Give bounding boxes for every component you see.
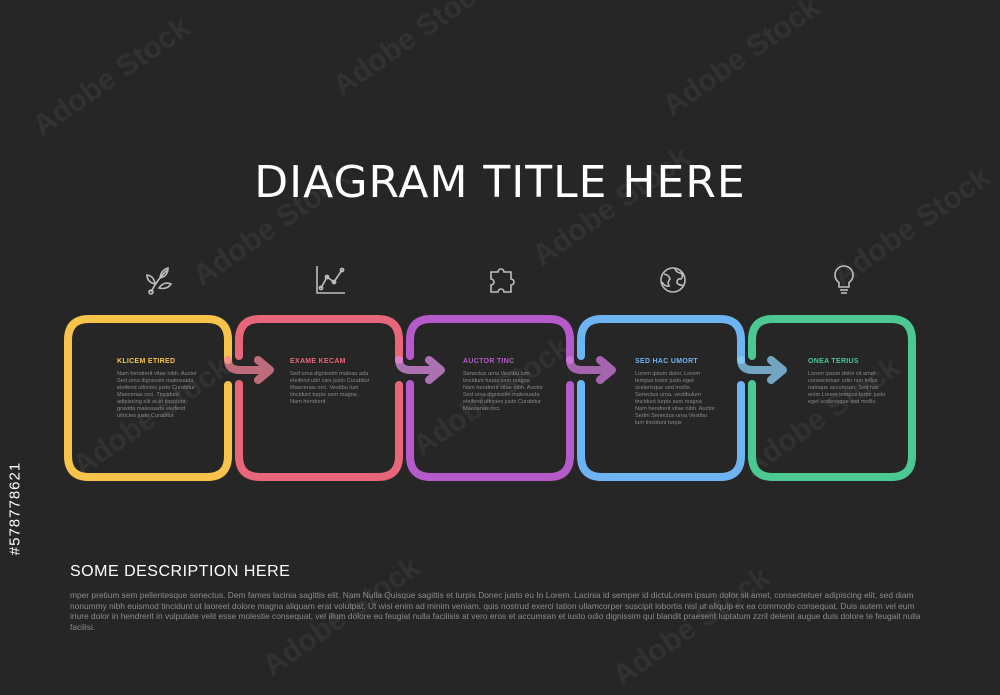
arrow-3 (566, 356, 616, 384)
description-text: mper pretium sem pellentesque senectus. … (70, 590, 921, 632)
stock-id: #578778621 (6, 461, 24, 556)
arrow-2 (395, 356, 445, 384)
step-text-2: Sed urna dignissim maleau ada eleifend u… (290, 371, 370, 405)
step-title-5: ONEA TERIUS (808, 358, 859, 365)
globe-icon (660, 267, 686, 293)
arrow-1 (224, 356, 274, 384)
step-text-4: Lorem ipsum dolor. Lorem tempus tortor j… (635, 371, 715, 426)
step-title-4: SED HAC UMORT (635, 358, 699, 365)
plant-icon (146, 266, 173, 295)
step-box-4 (577, 315, 745, 364)
description-title: SOME DESCRIPTION HERE (70, 563, 291, 580)
step-text-5: Lorem ipsum dolor sit amet consectetuer … (808, 371, 886, 405)
step-text-3: Senectus urna Vestibu lum tincidunt turp… (463, 371, 543, 412)
step-box-3 (406, 315, 574, 364)
puzzle-icon (490, 268, 515, 293)
step-box-5 (748, 315, 916, 481)
step-title-2: EXAME KECAM (290, 358, 346, 365)
step-title-3: AUCTOR TINC (463, 358, 515, 365)
step-box-2 (235, 315, 403, 364)
step-box-1 (64, 315, 232, 481)
step-title-1: KLICEM ETIRED (117, 358, 176, 365)
step-text-1: Nam hendrerit vitae nibh. Auctor Sed urn… (117, 371, 197, 419)
arrow-4 (737, 356, 787, 384)
diagram-title: DIAGRAM TITLE HERE (254, 157, 746, 209)
lightbulb-icon (834, 265, 854, 294)
chart-icon (316, 266, 345, 294)
